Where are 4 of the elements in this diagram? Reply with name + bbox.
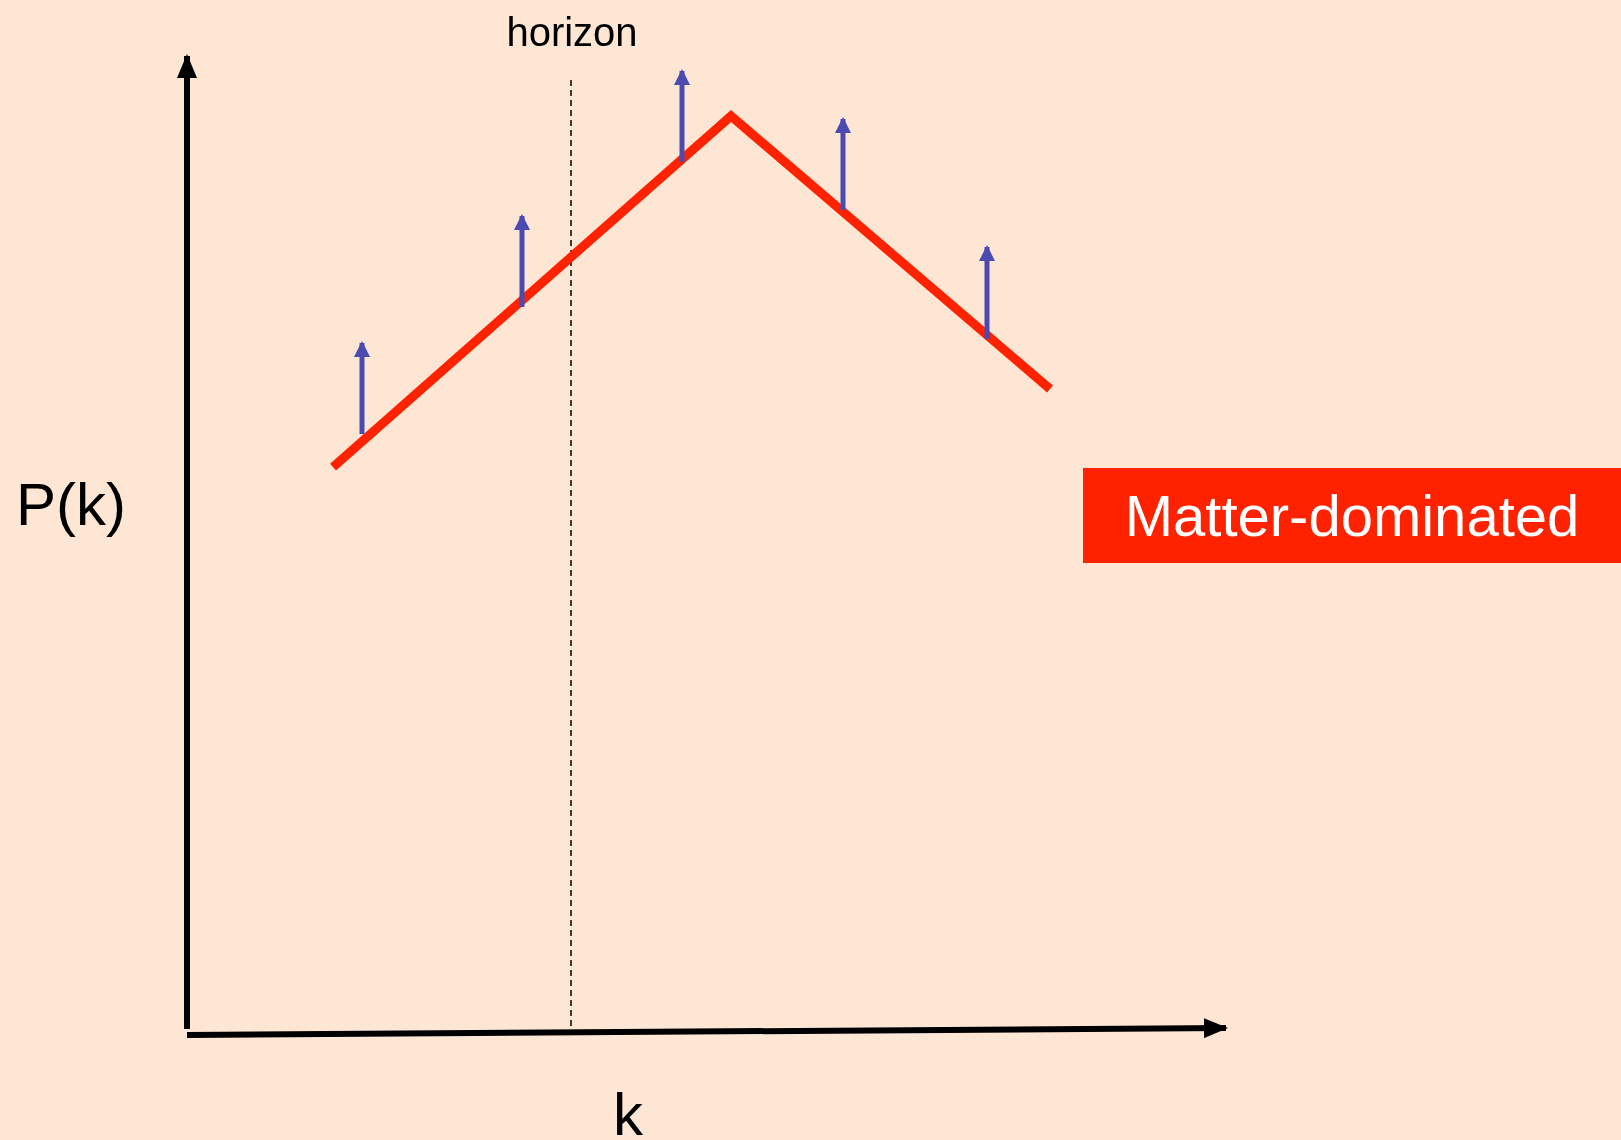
axis-label: P(k) — [16, 475, 126, 535]
axis-label: k — [613, 1085, 643, 1140]
era-label-box: Matter-dominated — [1083, 468, 1621, 563]
horizon-label: horizon — [506, 12, 638, 52]
